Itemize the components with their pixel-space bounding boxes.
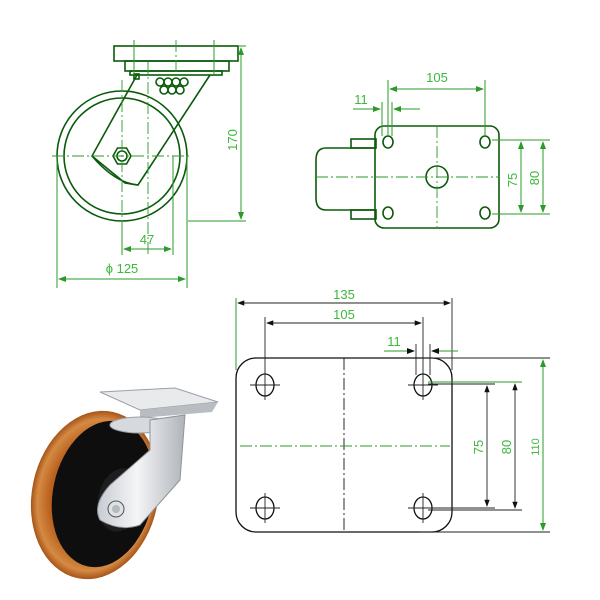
castor-photo: [30, 387, 219, 580]
plate-hole-spacing-y2: 80: [499, 440, 514, 454]
height-dimension: 170: [225, 129, 240, 151]
plate-width: 135: [333, 287, 355, 302]
plate-hole-spacing-y: 75: [471, 440, 486, 454]
top-hole-spacing-x: 105: [426, 70, 448, 85]
top-view: 105 11 75 80: [315, 70, 550, 229]
side-view: 170 47 ϕ 125: [52, 40, 246, 288]
diameter-dimension: ϕ 125: [106, 261, 139, 276]
fork-leg: [90, 74, 211, 186]
top-slot-width: 11: [354, 92, 368, 107]
plate-view: 135 105 11 75 80 110: [235, 287, 550, 533]
offset-dimension: 47: [140, 232, 154, 247]
plate-slot-width: 11: [387, 334, 401, 349]
plate-height: 110: [530, 438, 542, 456]
top-hole-spacing-y: 75: [505, 173, 520, 187]
plate-hole-spacing-x: 105: [333, 307, 355, 322]
axle-nut: [112, 147, 132, 165]
photo-fork: [97, 414, 186, 529]
wheel-top-outline: [315, 147, 376, 211]
top-hole-spacing-y2: 80: [527, 171, 542, 185]
